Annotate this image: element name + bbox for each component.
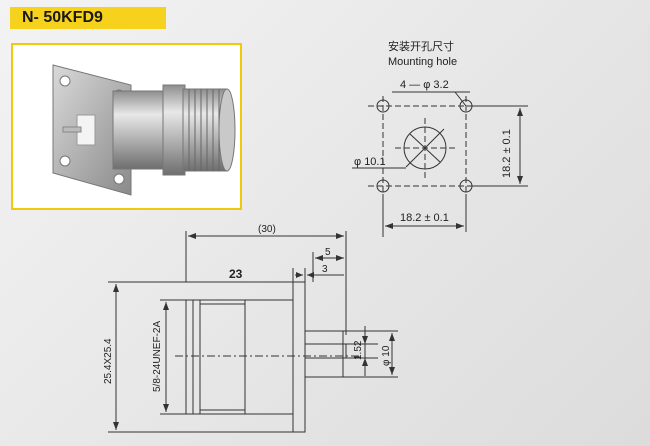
connector-photo [52,64,236,196]
center-hole-dimension: φ 10.1 [354,156,386,168]
horizontal-spacing-dimension: 18.2 ± 0.1 [400,212,449,224]
dielectric-dimension: φ 10 [381,345,392,366]
vertical-spacing-dimension: 18.2 ± 0.1 [501,129,513,178]
flange-size-dimension: 25.4X25.4 [103,338,114,384]
flange-offset-dimension: 5 [325,247,331,258]
thread-dimension: 5/8-24UNEF-2A [152,321,163,392]
pin-dimension: 1.52 [353,340,364,360]
mounting-hole-label-en: Mounting hole [388,56,457,68]
hole-dimension: 4 — φ 3.2 [400,79,449,91]
product-title: N- 50KFD9 [10,7,166,29]
flange-thickness-dimension: 3 [322,264,328,275]
mounting-hole-label-cn: 安装开孔尺寸 [388,39,454,53]
overall-length-dimension: (30) [258,224,276,235]
body-length-dimension: 23 [229,267,243,281]
product-photo-frame [11,43,242,210]
